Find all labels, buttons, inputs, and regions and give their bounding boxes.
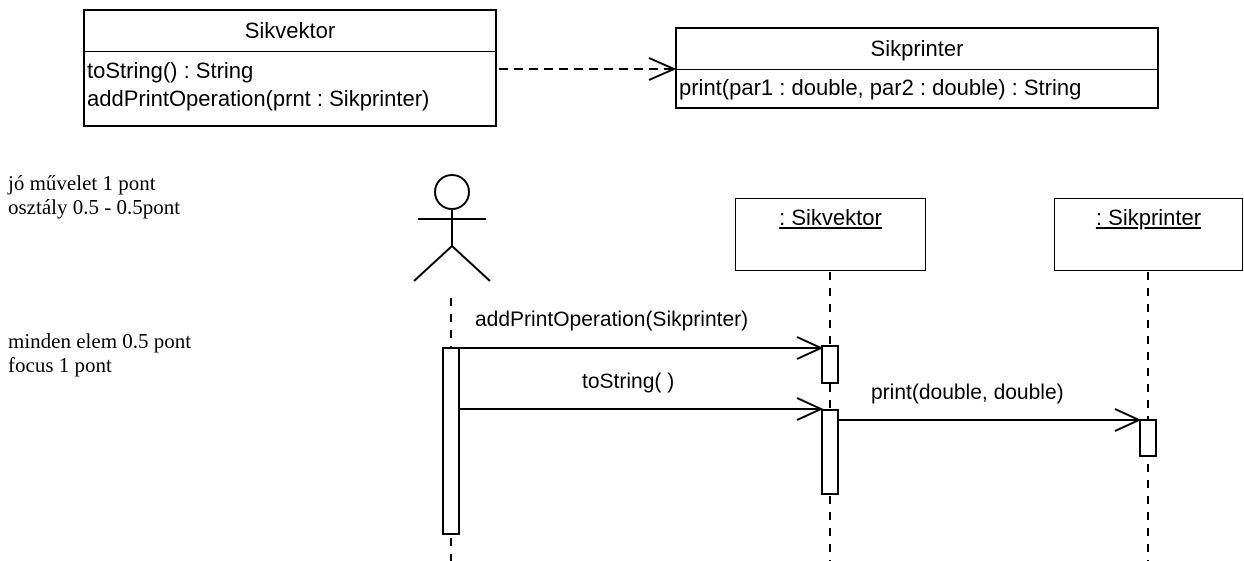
operation-add-print-operation: addPrintOperation(prnt : Sikprinter) — [87, 86, 430, 111]
operation-print: print(par1 : double, par2 : double) : St… — [679, 75, 1082, 100]
message-label-print: print(double, double) — [871, 381, 1064, 404]
message-label-add-print-operation: addPrintOperation(Sikprinter) — [475, 308, 749, 331]
object-sikprinter-label: : Sikprinter — [1095, 205, 1202, 230]
activation-sikvektor-2 — [821, 409, 839, 495]
note-line-1: jó művelet 1 pont — [8, 171, 156, 195]
message-arrows — [460, 336, 1142, 432]
class-sikvektor: Sikvektor toString() : String addPrintOp… — [83, 9, 497, 127]
note-line-2: osztály 0.5 - 0.5pont — [8, 195, 181, 219]
class-sikvektor-operations: toString() : String addPrintOperation(pr… — [85, 52, 495, 113]
operation-to-string: toString() : String — [87, 58, 254, 83]
class-sikprinter-operations: print(par1 : double, par2 : double) : St… — [677, 70, 1157, 104]
message-label-to-string: toString( ) — [582, 370, 675, 393]
note-line-3: minden elem 0.5 pont — [8, 329, 192, 353]
activation-sikvektor-1 — [821, 345, 839, 384]
activation-bars — [442, 345, 1157, 535]
activation-sikprinter — [1139, 419, 1157, 457]
class-sikprinter: Sikprinter print(par1 : double, par2 : d… — [675, 27, 1159, 109]
activation-actor — [442, 347, 460, 535]
dependency-arrow — [499, 57, 677, 81]
object-sikprinter: : Sikprinter — [1054, 198, 1243, 271]
class-sikprinter-name: Sikprinter — [677, 29, 1157, 70]
class-sikvektor-name: Sikvektor — [85, 11, 495, 52]
actor-figure — [413, 174, 491, 282]
object-sikvektor-label: : Sikvektor — [779, 205, 882, 230]
object-sikvektor: : Sikvektor — [735, 198, 926, 271]
note-line-4: focus 1 pont — [8, 353, 112, 377]
